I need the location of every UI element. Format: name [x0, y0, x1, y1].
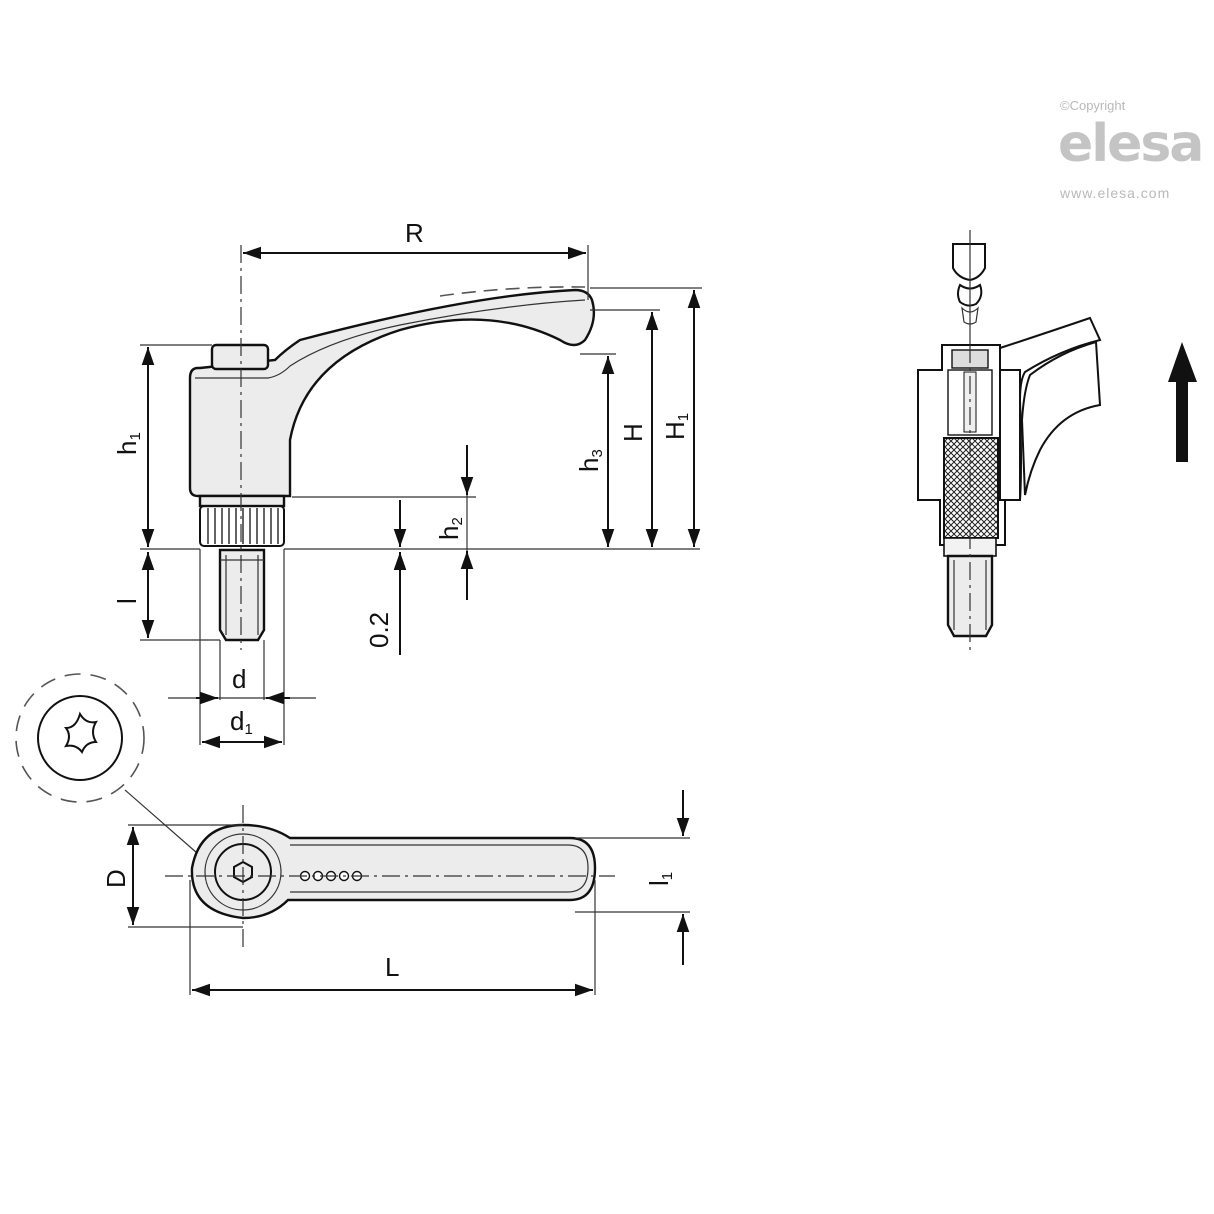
dim-d1: d1: [230, 706, 253, 738]
dim-l: l: [112, 598, 142, 604]
dim-offset: 0.2: [364, 612, 394, 648]
lever-body: [188, 288, 596, 498]
section-view: [917, 230, 1102, 655]
dim-l1: l1: [644, 872, 676, 886]
brand-logo: elesa: [1058, 114, 1204, 174]
dim-L: L: [385, 952, 399, 982]
dim-D: D: [101, 869, 131, 888]
dim-h2: h2: [434, 517, 466, 540]
torx-icon: [63, 711, 99, 755]
copyright-text: ©Copyright: [1060, 98, 1126, 113]
dim-h1: h1: [112, 432, 144, 455]
knurled-ring: [199, 505, 285, 547]
threaded-stud: [218, 548, 266, 642]
brand-url: www.elesa.com: [1060, 185, 1171, 201]
ring-top: [198, 494, 286, 508]
dim-h3: h3: [574, 449, 606, 472]
up-arrow-icon: [1168, 342, 1197, 462]
dim-d: d: [232, 664, 246, 694]
torx-socket-detail: [15, 673, 206, 861]
dim-H1: H1: [660, 413, 692, 440]
lever-cap: [210, 343, 270, 371]
dim-R: R: [405, 218, 424, 248]
dim-H: H: [618, 423, 648, 442]
top-view: D L l1: [101, 790, 690, 997]
lever-top-body: [190, 823, 597, 920]
side-view: R h1 l h2 0.2 h3 H H1: [112, 218, 702, 749]
